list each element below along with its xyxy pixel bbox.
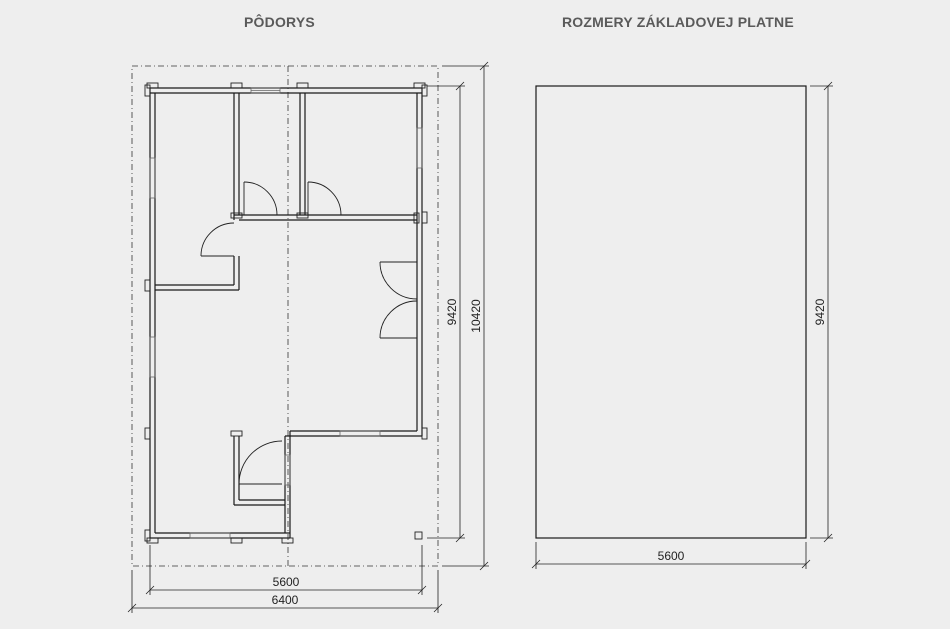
interior-walls bbox=[155, 93, 420, 506]
log-corners bbox=[144, 82, 428, 544]
windows bbox=[149, 87, 423, 539]
dim-label-outer-width: 6400 bbox=[272, 593, 299, 607]
dim-label-inner-depth: 9420 bbox=[445, 298, 459, 325]
dim-label-inner-width: 5600 bbox=[273, 575, 300, 589]
floor-plan: 5600 6400 9420 10 bbox=[127, 61, 489, 613]
outer-footprint-outline bbox=[131, 65, 439, 567]
dim-label-slab-depth: 9420 bbox=[813, 298, 827, 325]
outer-walls bbox=[149, 87, 423, 539]
horizontal-dimensions: 5600 6400 bbox=[127, 545, 443, 613]
doors bbox=[200, 181, 418, 485]
slab-outline bbox=[535, 85, 807, 539]
dim-label-slab-width: 5600 bbox=[658, 549, 685, 563]
vertical-dimensions: 9420 10420 bbox=[427, 61, 489, 571]
dim-label-outer-depth: 10420 bbox=[469, 299, 483, 333]
foundation-slab: 5600 9420 bbox=[531, 81, 833, 569]
slab-title: ROZMERY ZÁKLADOVEJ PLATNE bbox=[562, 14, 794, 30]
floor-plan-title: PÔDORYS bbox=[244, 14, 315, 30]
